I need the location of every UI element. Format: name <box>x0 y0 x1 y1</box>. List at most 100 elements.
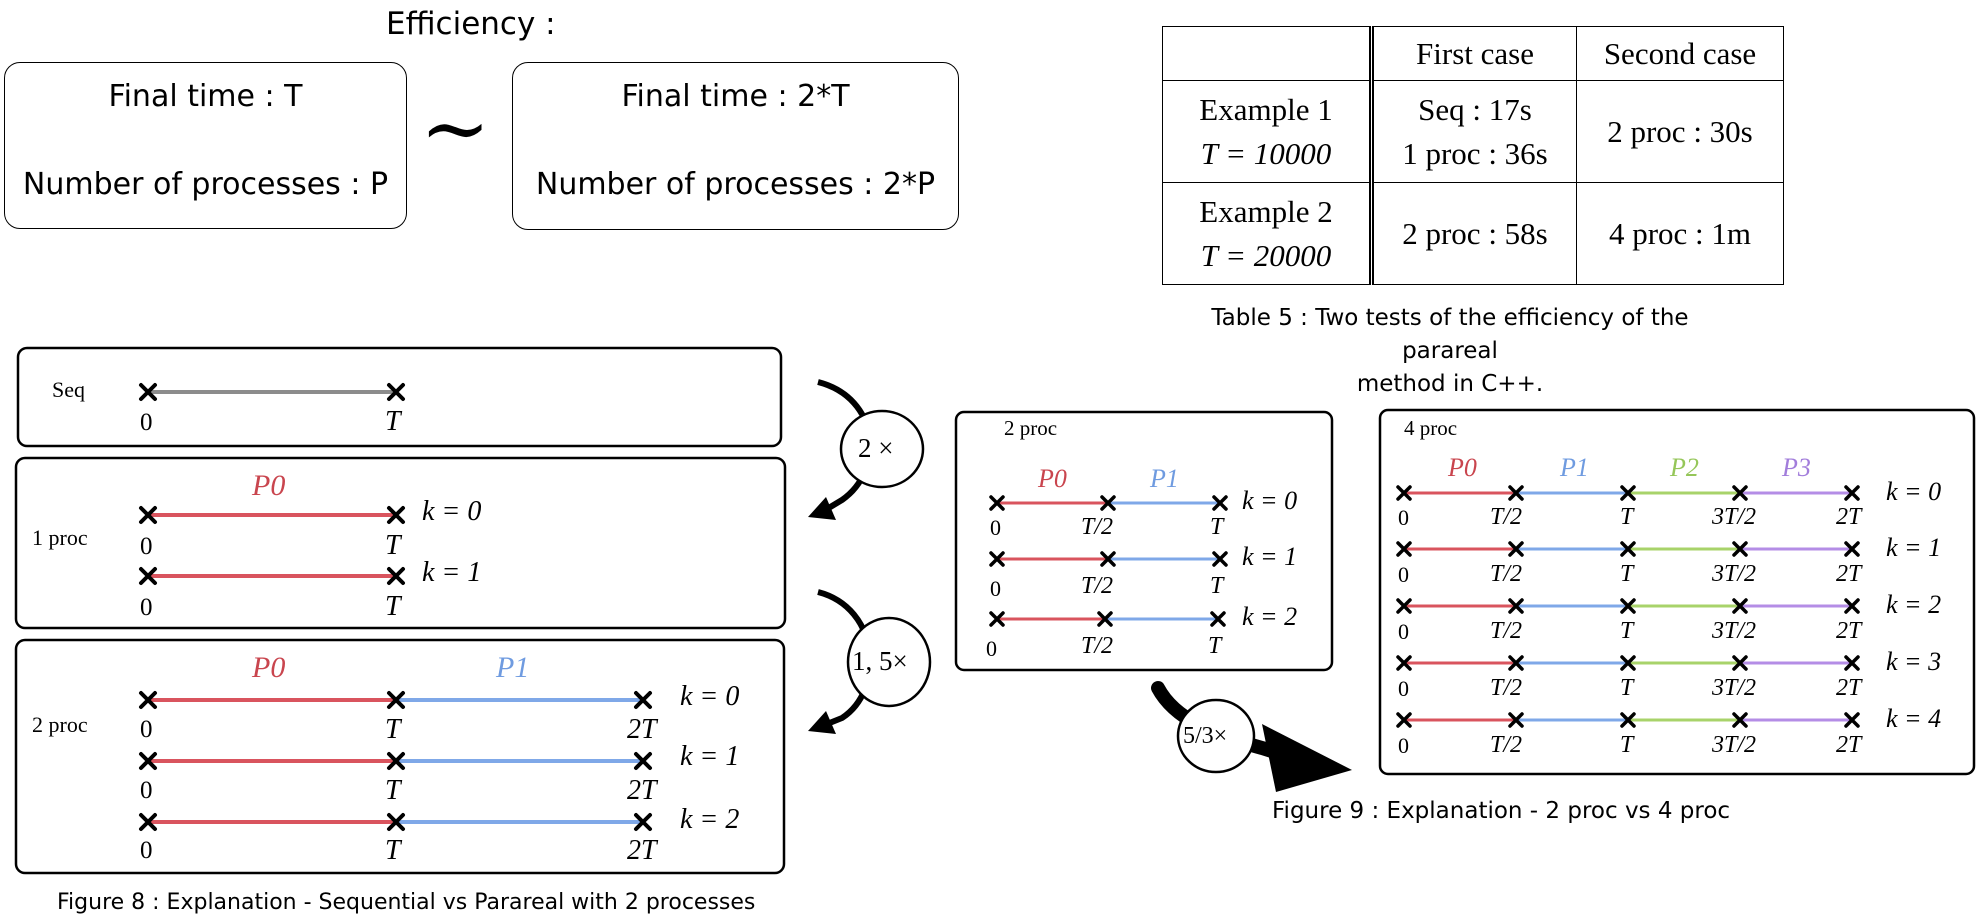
k-label: k = 0 <box>422 496 482 527</box>
cross-mark <box>1508 485 1524 501</box>
p3-label: P3 <box>1782 453 1811 482</box>
tick-label: 0 <box>1398 676 1409 701</box>
tick-label: T <box>385 775 401 806</box>
cross-mark <box>1508 655 1524 671</box>
tick-label: T <box>1620 561 1634 587</box>
example-t: T = 20000 <box>1200 237 1332 273</box>
cross-mark <box>1396 655 1412 671</box>
speedup-53x-circle <box>1176 698 1256 774</box>
p0-label: P0 <box>1038 464 1067 493</box>
left-box-processes: Number of processes : P <box>22 167 389 202</box>
cross-mark <box>139 506 157 524</box>
k-label: k = 0 <box>680 681 740 712</box>
cross-mark <box>139 813 157 831</box>
tick-label: 2T <box>627 835 657 866</box>
tick-label: T <box>385 406 401 437</box>
tick-label: T/2 <box>1081 633 1114 659</box>
table-cell-first-case: Seq : 17s 1 proc : 36s <box>1371 80 1577 183</box>
fig9-2proc-lines <box>997 501 1220 621</box>
tick-label: T <box>1208 633 1222 659</box>
efficiency-right-box: Final time : 2*T Number of processes : 2… <box>512 62 959 230</box>
cross-mark <box>1508 712 1524 728</box>
tick-label: 0 <box>1398 619 1409 644</box>
table-cell-second-case: 4 proc : 1m <box>1576 182 1784 285</box>
cross-mark <box>1100 551 1116 567</box>
tick-label: 0 <box>1398 562 1409 587</box>
fig9-2proc-label: 2 proc <box>1004 416 1058 440</box>
tick-label: 0 <box>986 636 997 661</box>
cross-mark <box>1508 598 1524 614</box>
right-box-final-time: Final time : 2*T <box>621 79 850 114</box>
example-name: Example 1 <box>1199 91 1333 127</box>
arrow-head <box>808 497 836 520</box>
cross-mark <box>1844 598 1860 614</box>
speedup-15x-label: 1, 5× <box>852 646 908 676</box>
p0-label: P0 <box>1448 453 1477 482</box>
table-header-row: First case Second case <box>1162 26 1784 81</box>
tick-label: T/2 <box>1081 573 1114 599</box>
cross-mark <box>1620 541 1636 557</box>
tick-label: 0 <box>140 716 153 743</box>
right-box-processes: Number of processes : 2*P <box>535 167 936 202</box>
tick-label: T <box>385 591 401 622</box>
cross-mark <box>1844 712 1860 728</box>
table-cell-second-case: 2 proc : 30s <box>1576 80 1784 183</box>
cross-mark <box>387 691 405 709</box>
tick-label: 2T <box>1836 561 1862 587</box>
tick-label: 2T <box>627 775 657 806</box>
fig9-4proc-crosses <box>1396 485 1860 728</box>
tick-label: 0 <box>140 594 153 621</box>
k-label: k = 1 <box>422 557 482 588</box>
cross-mark <box>634 813 652 831</box>
speedup-15x-circle <box>846 616 932 708</box>
figure-9-caption: Figure 9 : Explanation - 2 proc vs 4 pro… <box>1272 798 1731 824</box>
cross-mark <box>1844 485 1860 501</box>
cross-mark <box>1210 611 1226 627</box>
table-cell-example: Example 2 T = 20000 <box>1162 182 1374 285</box>
p2-label: P2 <box>1670 453 1699 482</box>
table-header-empty <box>1162 26 1374 81</box>
tick-label: T <box>1620 675 1634 701</box>
table-row: Example 1 T = 10000 Seq : 17s 1 proc : 3… <box>1162 80 1784 183</box>
cross-mark <box>1396 485 1412 501</box>
table-5-caption: Table 5 : Two tests of the efficiency of… <box>1170 302 1730 401</box>
cross-mark <box>1396 541 1412 557</box>
tick-label: T <box>1620 732 1634 758</box>
tick-label: 0 <box>140 533 153 560</box>
proc1-panel <box>14 456 787 630</box>
table-row: Example 2 T = 20000 2 proc : 58s 4 proc … <box>1162 182 1784 285</box>
figure-8-caption: Figure 8 : Explanation - Sequential vs P… <box>57 890 756 915</box>
p1-label: P1 <box>1150 464 1179 493</box>
k-label: k = 0 <box>1886 477 1942 506</box>
seq-label: Seq <box>52 377 85 402</box>
table-header-second-case: Second case <box>1576 26 1784 81</box>
k-label: k = 4 <box>1886 704 1942 733</box>
tick-label: T/2 <box>1490 504 1523 530</box>
tick-label: 3T/2 <box>1712 504 1757 530</box>
proc2-panel <box>14 638 786 875</box>
cross-mark <box>1508 541 1524 557</box>
seq-panel <box>16 346 783 448</box>
cross-mark <box>387 752 405 770</box>
tick-label: 2T <box>1836 618 1862 644</box>
p1-label: P1 <box>496 651 530 684</box>
tick-label: T/2 <box>1490 561 1523 587</box>
cross-mark <box>1732 598 1748 614</box>
cross-mark <box>1620 485 1636 501</box>
table-caption-line-1: Table 5 : Two tests of the efficiency of… <box>1211 305 1689 364</box>
cross-mark <box>1732 655 1748 671</box>
tick-label: T <box>385 714 401 745</box>
k-label: k = 1 <box>1242 542 1298 571</box>
tick-label: 0 <box>140 777 153 804</box>
tick-label: T/2 <box>1490 732 1523 758</box>
cross-mark <box>1396 712 1412 728</box>
proc2-label: 2 proc <box>32 712 88 737</box>
tick-label: 3T/2 <box>1712 618 1757 644</box>
cross-mark <box>387 383 405 401</box>
tilde-symbol: ∼ <box>420 83 491 176</box>
table-5: First case Second case Example 1 T = 100… <box>1162 26 1784 285</box>
tick-label: 3T/2 <box>1712 561 1757 587</box>
k-label: k = 3 <box>1886 647 1942 676</box>
p0-label: P0 <box>252 469 286 502</box>
k-label: k = 2 <box>1886 590 1942 619</box>
